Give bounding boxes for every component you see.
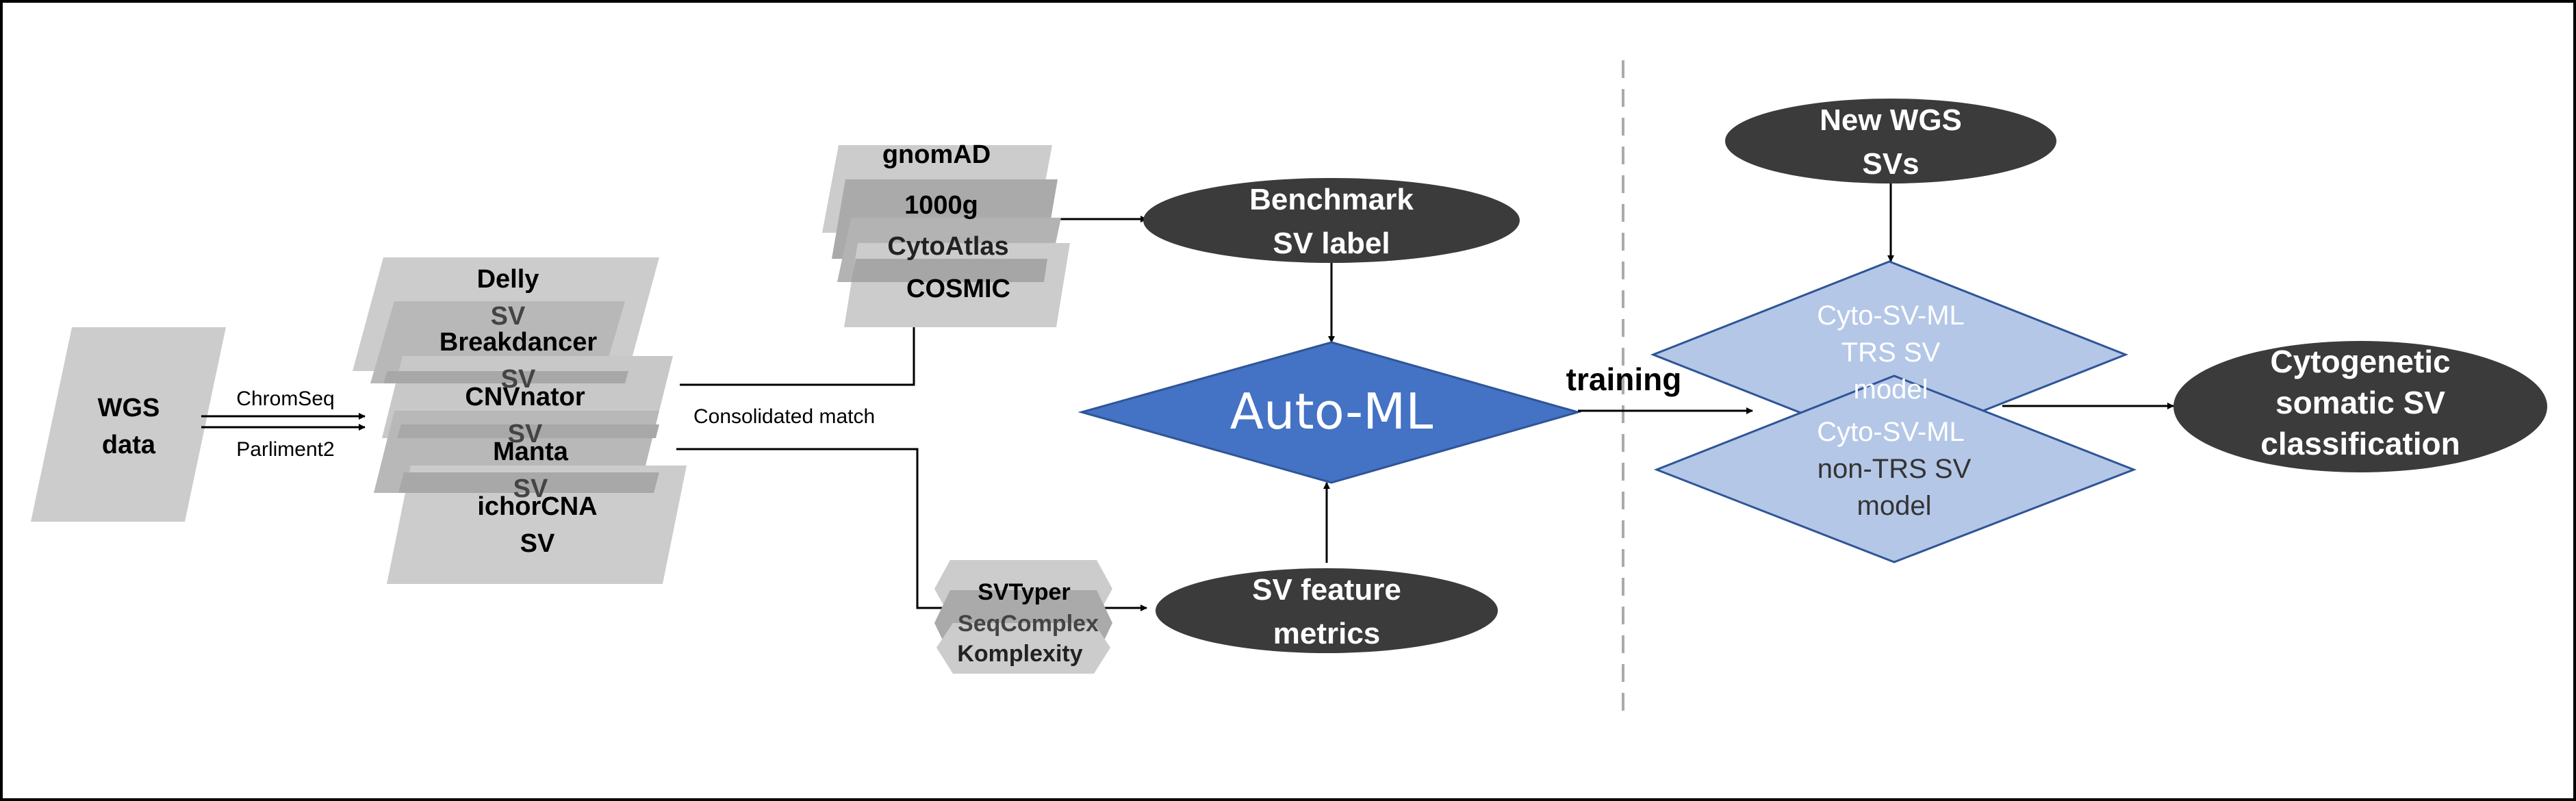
nontrs-model-label-2: non-TRS SV: [1818, 454, 1972, 484]
gnomad-label: gnomAD: [882, 140, 991, 169]
consolidated-match-label: Consolidated match: [693, 405, 875, 428]
overlap-shade-1: [383, 371, 628, 383]
ichorcna-label: ichorCNA: [477, 492, 597, 521]
output-label-3: classification: [2260, 426, 2460, 461]
breakdancer-label: Breakdancer: [439, 328, 597, 357]
nontrs-model-label-1: Cyto-SV-ML: [1817, 417, 1965, 447]
breakdancer-sv-label: SV: [501, 365, 536, 394]
trs-model-label-2: TRS SV: [1841, 338, 1941, 368]
new-wgs-label-1: New WGS: [1820, 103, 1962, 137]
komplexity-hexagon: [936, 623, 1110, 674]
new-wgs-label-2: SVs: [1862, 147, 1919, 181]
output-label-2: somatic SV: [2275, 385, 2445, 420]
delly-sv-label: SV: [491, 302, 526, 331]
trs-model-label-3: model: [1854, 374, 1928, 405]
g1000-label: 1000g: [904, 191, 978, 220]
svtyper-label: SVTyper: [978, 579, 1070, 605]
cytoatlas-label: CytoAtlas: [887, 232, 1008, 261]
automl-label: Auto-ML: [1230, 383, 1433, 440]
benchmark-label-2: SV label: [1273, 227, 1390, 260]
sv-feature-metrics-node: [1156, 568, 1498, 653]
output-classification-node: [2173, 341, 2547, 472]
automl-node: [1077, 341, 1582, 484]
ichorcna-card: [387, 466, 687, 584]
cnvnator-sv-label: SV: [508, 420, 543, 448]
new-wgs-svs-node: [1725, 99, 2056, 183]
overlap-shade-3: [398, 472, 659, 493]
seqcomplex-label: SeqComplex: [958, 611, 1099, 637]
wgs-data-label-2: data: [102, 431, 156, 459]
nontrs-model-label-3: model: [1857, 491, 1932, 521]
wgs-data-label-1: WGS: [98, 394, 160, 422]
manta-sv-label: SV: [513, 474, 548, 503]
benchmark-label-1: Benchmark: [1249, 183, 1414, 216]
cnvnator-label: CNVnator: [465, 383, 585, 411]
parliment2-label: Parliment2: [236, 438, 334, 461]
metrics-label-2: metrics: [1273, 617, 1381, 650]
output-label-1: Cytogenetic: [2270, 344, 2450, 379]
delly-label: Delly: [477, 265, 539, 294]
wgs-data-shape: [31, 327, 226, 522]
metrics-label-1: SV feature: [1252, 573, 1401, 607]
nontrs-model-node: [1653, 374, 2137, 563]
overlap-shade-2: [397, 424, 659, 438]
benchmark-sv-label-node: [1143, 178, 1520, 263]
cosmic-label: COSMIC: [906, 275, 1010, 303]
trs-model-label-1: Cyto-SV-ML: [1817, 301, 1965, 331]
ichorcna-sv-label: SV: [520, 529, 555, 558]
komplexity-label: Komplexity: [957, 641, 1082, 667]
training-label: training: [1566, 361, 1682, 397]
chromseq-label: ChromSeq: [236, 387, 334, 410]
manta-label: Manta: [493, 437, 569, 466]
db-overlap-shade: [851, 259, 1047, 282]
